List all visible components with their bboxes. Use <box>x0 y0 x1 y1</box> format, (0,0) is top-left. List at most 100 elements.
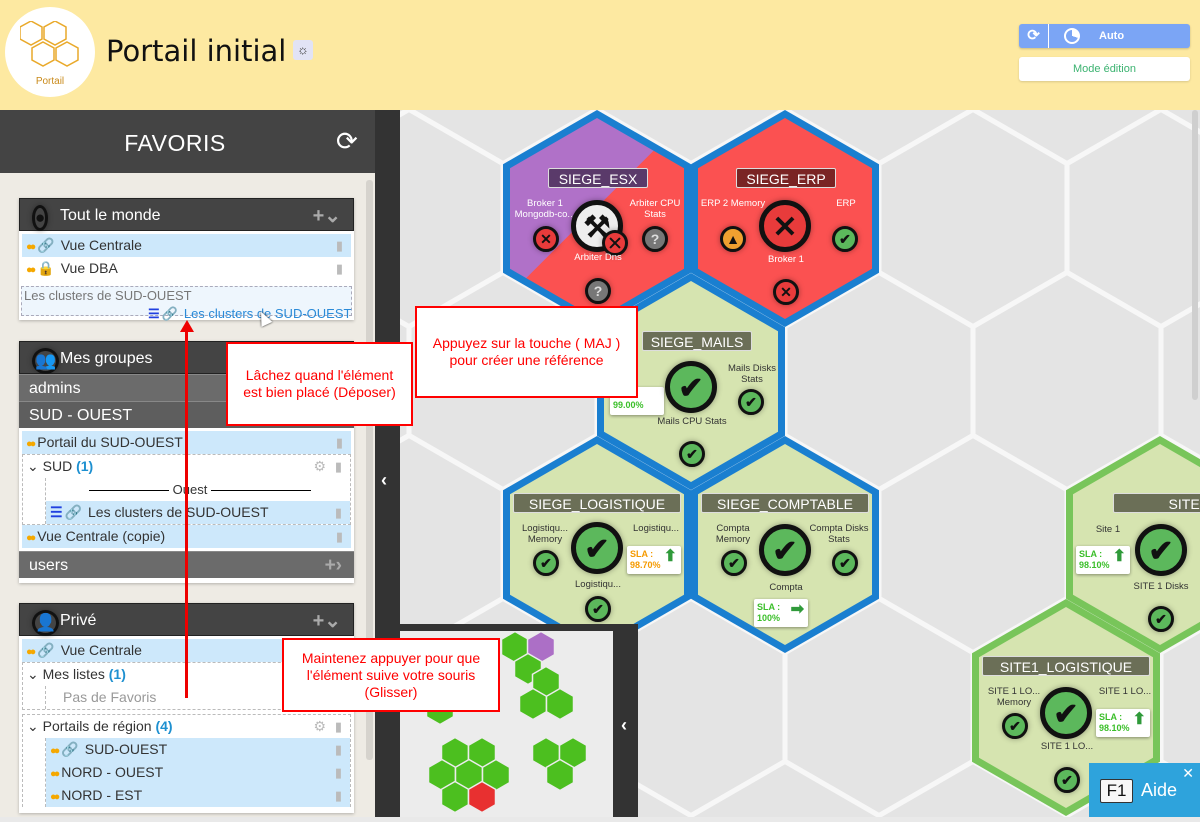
ok-icon[interactable]: ✔ <box>1002 713 1028 739</box>
add-expand-icons[interactable]: +› <box>324 555 342 576</box>
trash-icon[interactable]: ▮ <box>335 435 343 450</box>
trash-icon[interactable]: ▮ <box>335 529 343 544</box>
arrow-up-icon: ⬆ <box>1112 548 1126 565</box>
ok-icon[interactable]: ✔ <box>759 524 811 576</box>
service-label: Compta Memory <box>715 523 751 545</box>
list-item[interactable]: ●●🔗Vue Centrale▮ <box>22 234 351 257</box>
list-icon: ☰ <box>148 306 160 321</box>
trash-icon[interactable]: ▮ <box>334 459 342 474</box>
trash-icon[interactable]: ▮ <box>334 742 342 757</box>
sla-value: 98.70% <box>630 560 661 570</box>
honeycomb-logo-icon <box>20 21 79 67</box>
ok-icon[interactable]: ✔ <box>721 550 747 576</box>
sla-badge[interactable]: SLA :98.70%⬆ <box>627 546 681 574</box>
close-icon[interactable]: ✕ <box>1182 765 1194 781</box>
unknown-icon[interactable]: ? <box>642 226 668 252</box>
service-label: Site 1 <box>1095 524 1121 535</box>
portal-logo[interactable]: Portail <box>5 7 95 97</box>
hex-fill: SIEGE_COMPTABLE Compta Memory ✔ ✔ Compta… <box>698 444 872 645</box>
trash-icon[interactable]: ▮ <box>335 261 343 276</box>
ok-icon[interactable]: ✔ <box>679 441 705 467</box>
portal-icon: ●● <box>50 745 60 757</box>
link-icon: 🔗 <box>161 306 178 321</box>
service-label: Mails Disks Stats <box>727 363 777 385</box>
hex-title: SITE1_LOGISTIQUE <box>982 656 1150 676</box>
edit-mode-button[interactable]: Mode édition <box>1019 57 1190 81</box>
item-label: Vue Centrale <box>60 237 142 253</box>
ok-icon[interactable]: ✔ <box>585 596 611 622</box>
timer-pie-icon <box>1064 28 1080 44</box>
ok-icon[interactable]: ✔ <box>1040 687 1092 739</box>
tooltip-drag: Maintenez appuyer pour que l'élément sui… <box>282 638 500 712</box>
f1-key: F1 <box>1100 779 1133 803</box>
everyone-card: ● Tout le monde +⌄ ●●🔗Vue Centrale▮ ●●🔒V… <box>19 198 354 327</box>
everyone-header[interactable]: ● Tout le monde +⌄ <box>19 198 354 231</box>
service-label: SITE 1 LO... Memory <box>987 686 1041 708</box>
folder-header[interactable]: ⌄ Portails de région (4)⚙▮ <box>23 715 350 738</box>
service-label: SITE 1 LO... <box>1040 741 1094 752</box>
list-item[interactable]: ●●NORD - EST▮ <box>46 784 350 807</box>
minimap-hex <box>545 687 575 721</box>
portal-icon: ●● <box>26 532 36 544</box>
ok-icon[interactable]: ✔ <box>571 522 623 574</box>
critical-icon[interactable]: ✕ <box>773 279 799 305</box>
item-label: Portail du SUD-OUEST <box>37 434 183 450</box>
ok-icon[interactable]: ✔ <box>738 389 764 415</box>
list-item[interactable]: ●●NORD - OUEST▮ <box>46 761 350 784</box>
ok-icon[interactable]: ✔ <box>533 550 559 576</box>
critical-icon[interactable] <box>602 230 628 256</box>
map-scrollbar[interactable] <box>1192 110 1198 400</box>
trash-icon[interactable]: ▮ <box>334 719 342 734</box>
ok-icon[interactable]: ✔ <box>1135 524 1187 576</box>
add-collapse-icons[interactable]: +⌄ <box>312 205 341 227</box>
item-label: NORD - OUEST <box>61 764 164 780</box>
sla-badge[interactable]: SLA :98.10%⬆ <box>1096 709 1150 737</box>
item-label: NORD - EST <box>61 787 143 803</box>
link-icon: 🔗 <box>61 741 79 757</box>
add-collapse-icons[interactable]: +⌄ <box>312 610 341 632</box>
item-label: Vue DBA <box>60 260 118 276</box>
sla-value: 99.00% <box>613 400 644 410</box>
unknown-icon[interactable]: ? <box>585 278 611 304</box>
everyone-title: Tout le monde <box>60 207 161 224</box>
gear-icon[interactable]: ⚙ <box>313 458 326 474</box>
trash-icon[interactable]: ▮ <box>335 238 343 253</box>
separator-ouest[interactable]: Ouest <box>49 478 347 501</box>
ok-icon[interactable]: ✔ <box>832 226 858 252</box>
sla-value: 98.10% <box>1099 723 1130 733</box>
trash-icon[interactable]: ▮ <box>334 505 342 520</box>
sla-badge[interactable]: SLA :98.10%⬆ <box>1076 546 1130 574</box>
gear-icon[interactable]: ⚙ <box>313 718 326 734</box>
critical-icon[interactable]: ✕ <box>533 226 559 252</box>
ok-icon[interactable]: ✔ <box>1054 767 1080 793</box>
folder-header[interactable]: ⌄ SUD (1)⚙▮ <box>23 455 350 478</box>
list-item[interactable]: ☰🔗Les clusters de SUD-OUEST▮ <box>46 501 350 524</box>
list-item[interactable]: ●●🔒Vue DBA▮ <box>22 257 351 280</box>
chevron-left-icon[interactable]: ‹ <box>381 470 387 490</box>
sla-badge[interactable]: SLA :100%➡ <box>754 599 808 627</box>
dragged-item[interactable]: ☰🔗Les clusters de SUD-OUEST <box>148 306 351 321</box>
chevron-left-icon[interactable]: ‹ <box>621 715 627 735</box>
list-item[interactable]: ●●🔗SUD-OUEST▮ <box>46 738 350 761</box>
refresh-icon[interactable]: ⟳ <box>1019 24 1049 48</box>
service-label: Logistiqu... <box>575 579 621 590</box>
warning-icon[interactable]: ▲ <box>720 226 746 252</box>
help-label: Aide <box>1141 780 1178 800</box>
folder-header[interactable]: ⌄ Mes listes (1) <box>27 666 126 682</box>
trash-icon[interactable]: ▮ <box>334 765 342 780</box>
hex-siege-esx[interactable]: SIEGE_ESX Broker 1 Mongodb-co... ✕ ⚒ Arb… <box>503 110 691 327</box>
help-button[interactable]: F1 Aide ✕ <box>1089 763 1200 817</box>
user-icon: 👤 <box>32 610 60 636</box>
siren-icon[interactable]: ☼ <box>293 40 313 60</box>
trash-icon[interactable]: ▮ <box>334 788 342 803</box>
sidebar-scrollbar[interactable] <box>366 180 373 760</box>
folder-count: (1) <box>76 458 94 474</box>
auto-refresh-button[interactable]: ⟳ Auto <box>1019 24 1190 48</box>
refresh-icon[interactable]: ⟳ <box>336 126 358 156</box>
ok-icon[interactable]: ✔ <box>665 361 717 413</box>
ok-icon[interactable]: ✔ <box>1148 606 1174 632</box>
critical-icon[interactable]: ✕ <box>759 200 811 252</box>
hex-siege-comptable[interactable]: SIEGE_COMPTABLE Compta Memory ✔ ✔ Compta… <box>691 436 879 653</box>
ok-icon[interactable]: ✔ <box>832 550 858 576</box>
drop-placeholder[interactable]: Les clusters de SUD-OUEST ☰🔗Les clusters… <box>21 286 352 327</box>
